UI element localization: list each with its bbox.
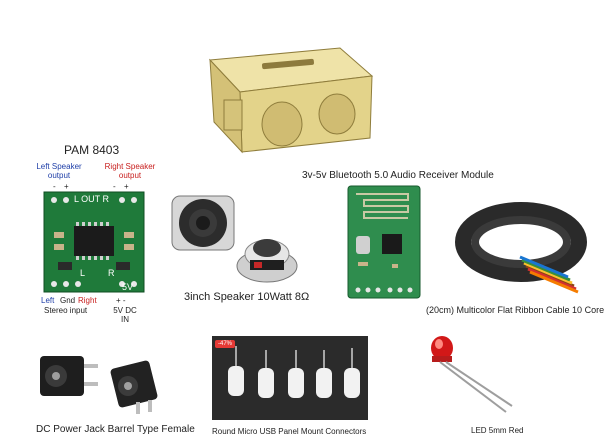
left-speaker-output-label: Left Speaker output — [36, 162, 82, 180]
usb-connectors-label: Round Micro USB Panel Mount Connectors — [212, 427, 367, 436]
board-r-text: R — [108, 268, 115, 278]
speaker-image-2 — [236, 239, 298, 283]
gnd-input-label: Gnd — [60, 296, 76, 305]
pam8403-pcb — [43, 191, 145, 293]
dc-jack-label: DC Power Jack Barrel Type Female — [36, 424, 195, 435]
usb-connectors-image: -47% — [212, 336, 368, 420]
plus-label-left: + — [64, 182, 69, 191]
power-input-label: 5V DC IN — [113, 306, 137, 324]
pam8403-board: Left Speaker output Right Speaker output… — [30, 158, 160, 328]
bluetooth-module-image — [347, 185, 421, 299]
stereo-input-label: Stereo input — [44, 306, 88, 315]
power-pins-label: + - — [116, 296, 126, 305]
minus-label-left: - — [53, 182, 56, 191]
led-label: LED 5mm Red — [471, 426, 524, 435]
speaker-label: 3inch Speaker 10Watt 8Ω — [184, 291, 310, 303]
speaker-image-1 — [171, 195, 235, 251]
ribbon-cable-label: (20cm) Multicolor Flat Ribbon Cable 10 C… — [426, 305, 604, 315]
led-image — [431, 336, 513, 413]
board-5v-text: 5V — [122, 282, 134, 292]
board-l-text: L — [80, 268, 86, 278]
board-lout-text: L OUT R — [74, 194, 110, 204]
left-input-label: Left — [41, 296, 55, 305]
minus-label-right: - — [113, 182, 116, 191]
speaker-box-image — [208, 47, 374, 154]
discount-badge: -47% — [215, 340, 236, 348]
right-speaker-output-label: Right Speaker output — [104, 162, 156, 180]
ribbon-cable-image — [455, 202, 587, 294]
usb-connectors-graphic — [228, 346, 360, 398]
plus-label-right: + — [124, 182, 129, 191]
bluetooth-label: 3v-5v Bluetooth 5.0 Audio Receiver Modul… — [302, 170, 494, 181]
pam8403-title: PAM 8403 — [64, 143, 120, 157]
right-input-label: Right — [78, 296, 97, 305]
dc-jack-image — [40, 356, 158, 414]
